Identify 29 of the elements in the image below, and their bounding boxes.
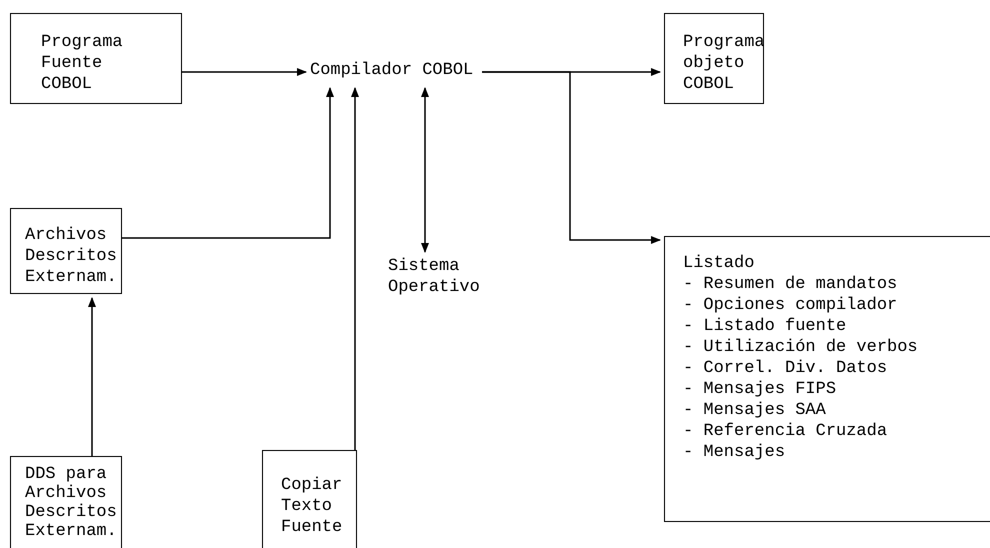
process-box (10, 13, 182, 104)
process-box (262, 450, 357, 548)
box-text: Programa objeto COBOL (683, 32, 763, 95)
label-text: Sistema Operativo (388, 256, 488, 298)
arrow (421, 87, 429, 253)
process-box (664, 236, 990, 522)
list-item: - Mensajes (683, 442, 786, 463)
list-item: - Opciones compilador (683, 295, 898, 316)
box-text: DDS para Archivos Descritos Externam. (25, 465, 118, 541)
box-heading: Listado (683, 253, 754, 274)
list-item: - Utilización de verbos (683, 337, 918, 358)
list-item: - Referencia Cruzada (683, 421, 888, 442)
arrow (482, 71, 661, 244)
list-item: - Resumen de mandatos (683, 274, 898, 295)
process-box (10, 456, 122, 548)
arrow (351, 87, 359, 450)
arrow (88, 297, 96, 456)
label-text: Compilador COBOL (310, 60, 474, 81)
arrow (122, 87, 334, 239)
box-text: Programa Fuente COBOL (41, 32, 124, 95)
list-item: - Correl. Div. Datos (683, 358, 888, 379)
list-item: - Mensajes FIPS (683, 379, 836, 400)
box-text: Copiar Texto Fuente (281, 475, 344, 538)
box-text: Archivos Descritos Externam. (25, 225, 118, 288)
list-item: - Mensajes SAA (683, 400, 826, 421)
list-item: - Listado fuente (683, 316, 846, 337)
arrow (182, 68, 307, 76)
process-box (10, 208, 122, 294)
process-box (664, 13, 764, 104)
